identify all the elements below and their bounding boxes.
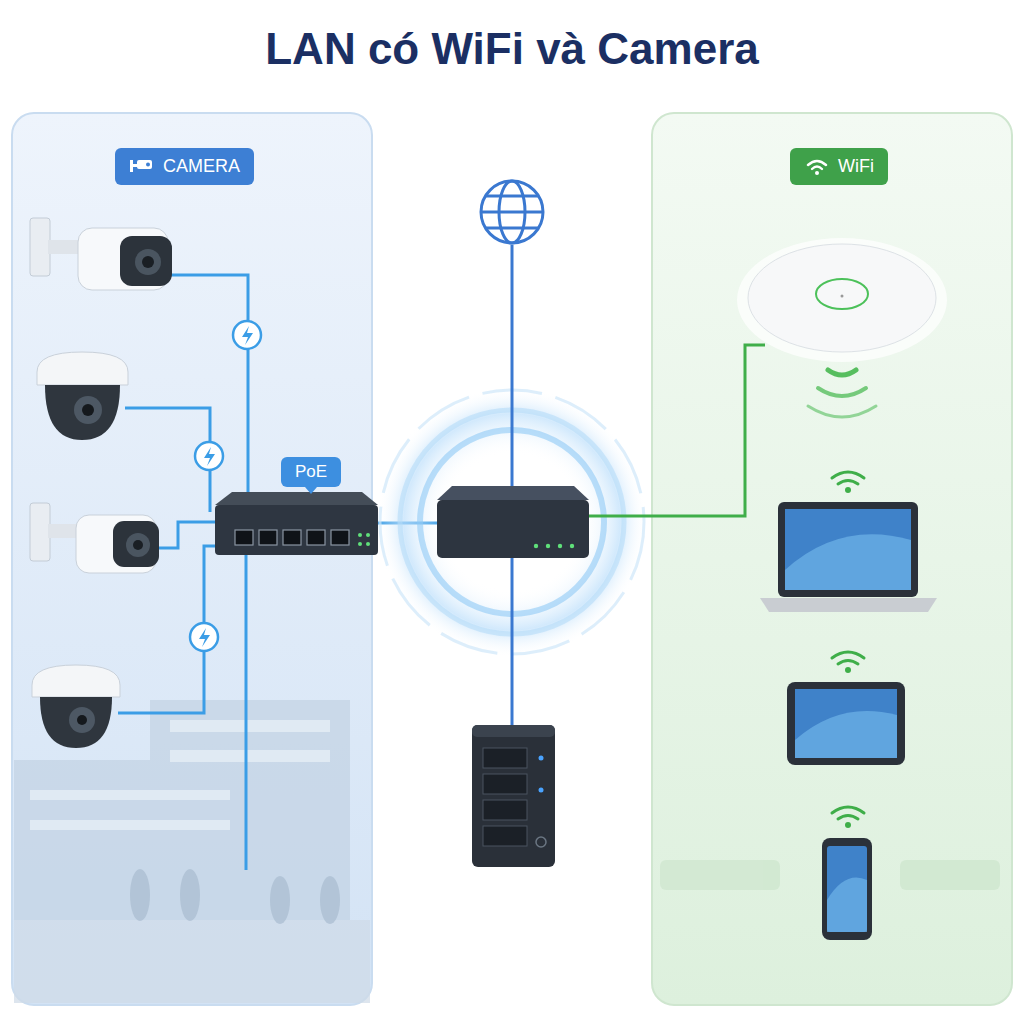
badge-text: PoE	[295, 462, 327, 482]
diagram-title: LAN có WiFi và Camera	[0, 24, 1024, 74]
label-badge: CAMERA	[115, 148, 254, 185]
badge-text: WiFi	[838, 156, 874, 177]
wifi-icon	[804, 158, 830, 176]
badge-text: CAMERA	[163, 156, 240, 177]
label-badge: WiFi	[790, 148, 888, 185]
camera-icon	[129, 158, 155, 176]
label-badge: PoE	[281, 457, 341, 487]
